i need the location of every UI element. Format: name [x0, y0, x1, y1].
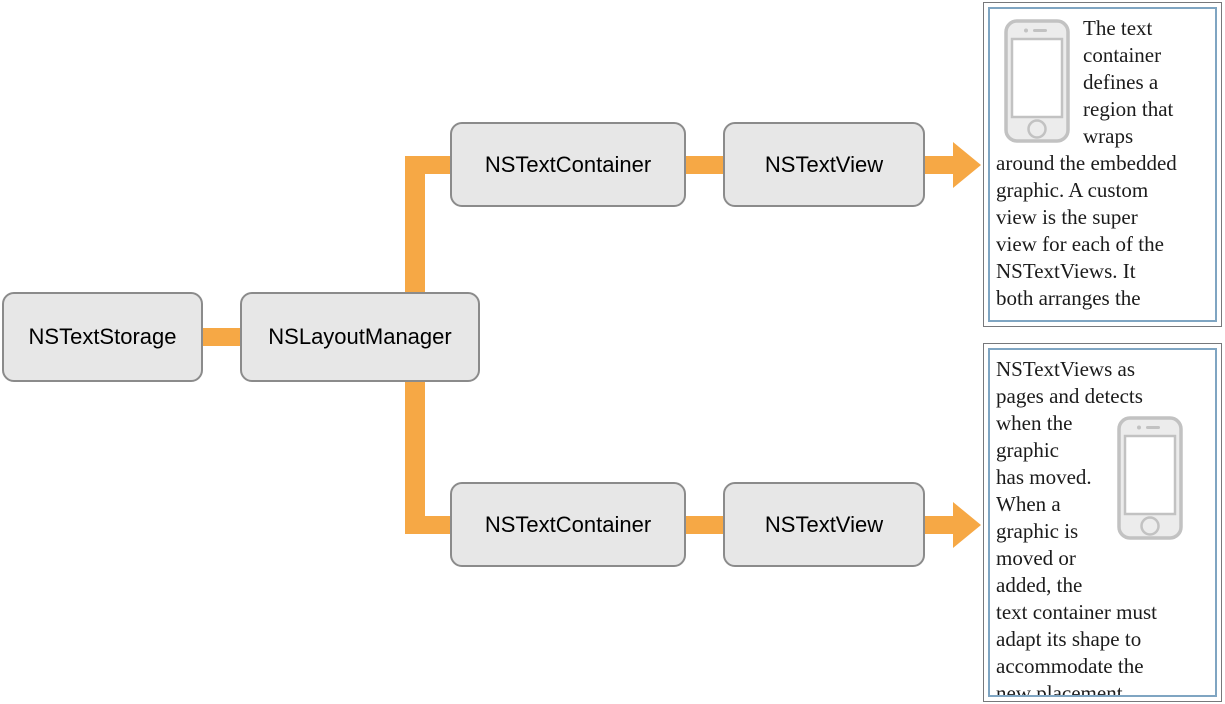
text-panel-bottom: NSTextViews as pages and detects when th…: [983, 343, 1222, 702]
connector-container-to-view-top: [684, 156, 725, 174]
node-label: NSTextContainer: [484, 151, 652, 177]
panel-top-text-block: The text container defines a region that…: [996, 15, 1209, 312]
node-nstextview-bottom: NSTextView: [723, 482, 925, 567]
arrow-shaft-bottom: [923, 516, 954, 534]
node-nstextcontainer-top: NSTextContainer: [450, 122, 686, 207]
node-nslayoutmanager: NSLayoutManager: [240, 292, 480, 382]
text-panel-top: The text container defines a region that…: [983, 2, 1222, 327]
node-label: NSTextContainer: [484, 511, 652, 537]
panel-bottom-text-after: when the graphic has moved. When a graph…: [996, 411, 1157, 697]
connector-branch-bottom: [405, 516, 460, 534]
iphone-icon: [1117, 416, 1183, 547]
node-label: NSTextView: [764, 511, 884, 537]
node-nstextstorage: NSTextStorage: [2, 292, 203, 382]
node-nstextview-top: NSTextView: [723, 122, 925, 207]
arrow-head-bottom: [953, 502, 981, 548]
panel-bottom-text-block: NSTextViews as pages and detects when th…: [996, 356, 1209, 697]
connector-branch-top: [405, 156, 460, 174]
iphone-icon: [1004, 19, 1070, 150]
connector-storage-to-layoutmanager: [200, 328, 243, 346]
connector-container-to-view-bottom: [684, 516, 725, 534]
panel-top-text: The text container defines a region that…: [996, 16, 1177, 310]
node-label: NSTextStorage: [28, 324, 177, 349]
panel-bottom-text-before: NSTextViews as pages and detects: [996, 357, 1143, 408]
text-panel-top-inner: The text container defines a region that…: [988, 7, 1217, 322]
node-label: NSLayoutManager: [268, 324, 452, 349]
text-panel-bottom-inner: NSTextViews as pages and detects when th…: [988, 348, 1217, 697]
arrow-shaft-top: [923, 156, 954, 174]
node-label: NSTextView: [764, 151, 884, 177]
arrow-head-top: [953, 142, 981, 188]
node-nstextcontainer-bottom: NSTextContainer: [450, 482, 686, 567]
